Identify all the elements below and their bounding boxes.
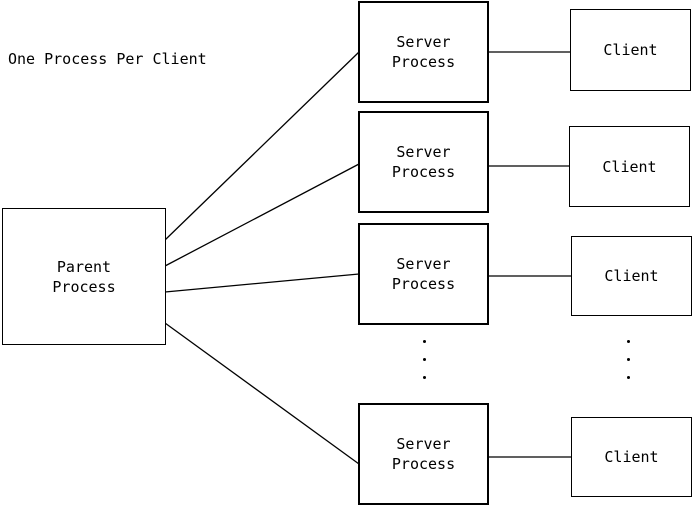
- parent-to-server-4-line: [164, 322, 360, 465]
- client-box: Client: [570, 9, 691, 91]
- server-ellipsis: [423, 340, 429, 382]
- parent-to-server-1-line: [164, 51, 360, 241]
- client-box: Client: [571, 417, 692, 497]
- client-box: Client: [571, 236, 692, 316]
- server-process-box: Server Process: [358, 403, 489, 505]
- server-process-label-line1: Server: [396, 33, 451, 51]
- server-process-label-line2: Process: [391, 163, 456, 181]
- client-label: Client: [602, 157, 657, 176]
- client-ellipsis: [627, 340, 633, 382]
- server-process-label-line2: Process: [391, 455, 456, 473]
- parent-process-label-line1: Parent: [56, 257, 112, 276]
- diagram-title: One Process Per Client: [8, 50, 207, 68]
- server-process-label-line2: Process: [391, 275, 456, 293]
- server-process-label-line1: Server: [396, 143, 451, 161]
- parent-process-label-line2: Process: [52, 277, 116, 296]
- server-process-box: Server Process: [358, 1, 489, 103]
- parent-to-server-2-line: [164, 163, 360, 267]
- parent-process-box: Parent Process: [2, 208, 166, 345]
- parent-to-server-3-line: [164, 273, 360, 293]
- server-process-label-line1: Server: [396, 435, 451, 453]
- client-box: Client: [569, 126, 690, 207]
- server-process-label-line1: Server: [396, 255, 451, 273]
- server-process-label-line2: Process: [391, 53, 456, 71]
- client-label: Client: [604, 448, 659, 466]
- client-label: Client: [604, 267, 659, 285]
- client-label: Client: [603, 41, 658, 59]
- server-process-box: Server Process: [358, 111, 489, 213]
- server-process-box: Server Process: [358, 223, 489, 325]
